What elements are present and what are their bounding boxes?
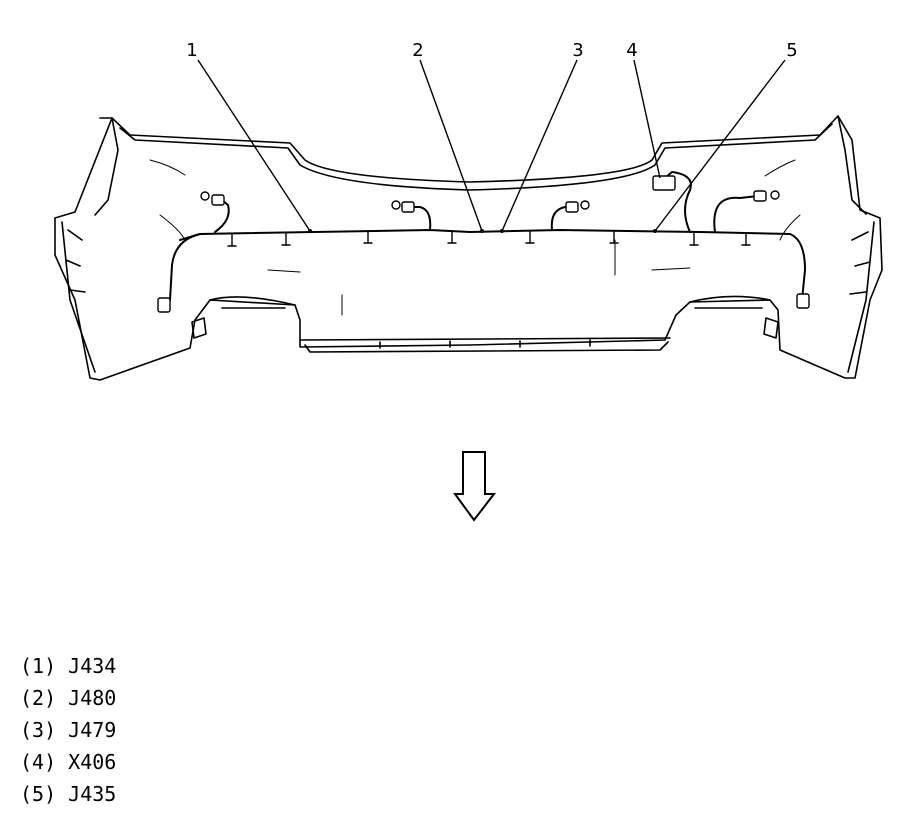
sensor-hole-right <box>770 190 780 200</box>
callout-number-3: 3 <box>572 40 583 61</box>
leader-line-3 <box>501 59 578 232</box>
harness-trunk <box>179 229 806 301</box>
leader-line-4 <box>633 59 661 179</box>
legend-item: (4) X406 <box>20 750 117 774</box>
center-right-sensor-connector <box>565 201 579 213</box>
harness-clips <box>227 230 751 247</box>
legend-item: (1) J434 <box>20 654 117 678</box>
left-mount-tab <box>191 317 207 339</box>
right-mount-tab <box>763 317 779 339</box>
sensor-hole-center-right <box>580 200 590 210</box>
harness-branch-center-right <box>550 206 573 231</box>
bumper-harness-diagram: 1 2 3 4 5 <box>54 40 883 522</box>
callout-number-2: 2 <box>412 40 423 61</box>
harness-branch-left-sensor <box>214 199 230 233</box>
bumper-outline <box>54 115 883 381</box>
legend-item: (5) J435 <box>20 782 117 806</box>
callout-number-5: 5 <box>786 40 797 61</box>
harness-branch-right-sensor <box>713 195 759 233</box>
callout-number-1: 1 <box>186 40 197 61</box>
bumper-lower-valance <box>299 337 671 353</box>
down-arrow-icon <box>453 451 497 522</box>
harness-left-drop <box>164 233 201 311</box>
left-end-connector <box>157 297 171 313</box>
bumper-left-end <box>61 117 119 373</box>
callout-legend: (1) J434 (2) J480 (3) J479 (4) X406 (5) … <box>20 650 116 810</box>
harness-branch-x406 <box>664 171 692 233</box>
leader-line-5 <box>654 59 786 232</box>
legend-item: (2) J480 <box>20 686 117 710</box>
sensor-hole-left <box>200 191 210 201</box>
right-end-connector <box>796 293 810 309</box>
harness-branch-center-left <box>409 206 432 231</box>
bumper-right-end <box>837 115 875 373</box>
right-sensor-connector <box>753 190 767 202</box>
leader-line-1 <box>197 59 311 232</box>
sensor-hole-center-left <box>391 200 401 210</box>
center-left-sensor-connector <box>401 201 415 213</box>
left-sensor-connector <box>211 194 225 206</box>
callout-number-4: 4 <box>626 40 637 61</box>
surface-contour <box>149 159 801 316</box>
bumper-left-cutout <box>209 296 296 309</box>
bumper-right-cutout <box>689 295 771 309</box>
legend-item: (3) J479 <box>20 718 117 742</box>
leader-line-2 <box>419 59 483 232</box>
bumper-top-lip <box>119 123 833 191</box>
x406-connector <box>652 175 676 191</box>
